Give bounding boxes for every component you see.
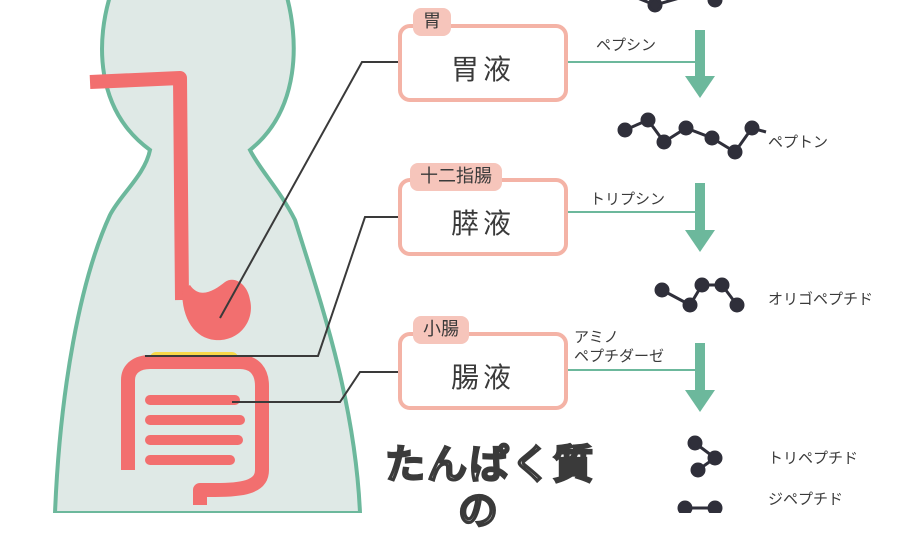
juice-name: 胃液 xyxy=(450,53,515,86)
diagram-graphics xyxy=(52,0,767,513)
protein-molecule xyxy=(638,0,723,13)
digestion-diagram: 胃液 胃 ペプシン ペプトン 膵液 十二指腸 トリプシン オリゴペプチド 腸液 … xyxy=(52,0,874,535)
arrowhead-1 xyxy=(685,76,715,98)
juice-box-stomach: 胃液 xyxy=(398,24,568,102)
enzyme-label-2: トリプシン xyxy=(590,190,666,208)
small-intestine xyxy=(145,395,245,465)
product-label-1: ペプトン xyxy=(768,133,829,151)
title-line-2: の xyxy=(457,487,500,535)
arrowhead-3 xyxy=(685,390,715,412)
dipeptide-molecule xyxy=(677,500,723,513)
large-intestine xyxy=(121,355,269,505)
juice-name: 膵液 xyxy=(450,207,515,240)
juice-name: 腸液 xyxy=(450,361,515,394)
organ-tag-stomach: 胃 xyxy=(413,8,451,36)
enzyme-label-1: ペプシン xyxy=(596,36,657,54)
leader-line-intestine xyxy=(232,371,398,403)
peptone-molecule xyxy=(617,112,767,160)
organ-tag-duodenum: 十二指腸 xyxy=(410,163,502,191)
title-line-1: たんぱく質 xyxy=(384,441,595,489)
organ-tag-small-intestine: 小腸 xyxy=(413,316,469,344)
enzyme-label-3a: アミノ xyxy=(574,328,619,346)
tripeptide-molecule xyxy=(687,435,723,478)
juice-box-intestine: 腸液 xyxy=(398,332,568,410)
oligopeptide-molecule xyxy=(654,277,745,313)
arrowhead-2 xyxy=(685,230,715,252)
leader-line-pancreas xyxy=(145,216,398,357)
leader-line-stomach xyxy=(219,61,398,319)
esophagus xyxy=(89,71,189,301)
product-label-2: オリゴペプチド xyxy=(768,290,874,308)
product-label-3a: トリペプチド xyxy=(768,449,859,467)
enzyme-label-3b: ペプチダーゼ xyxy=(574,347,665,365)
product-label-3b: ジペプチド xyxy=(768,490,844,508)
